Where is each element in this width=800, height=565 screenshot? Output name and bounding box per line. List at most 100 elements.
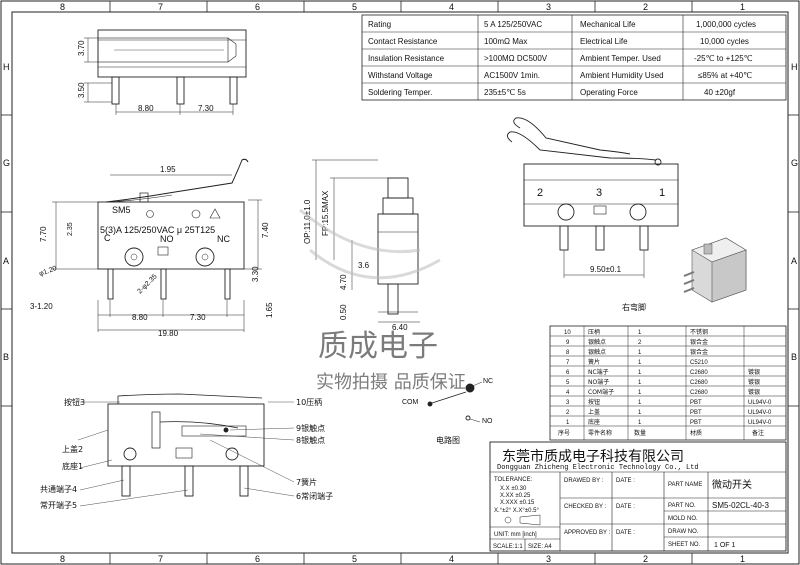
top-col-label: 8: [60, 2, 65, 12]
dim-label: 4.70: [339, 274, 348, 290]
top-col-label: 2: [643, 2, 648, 12]
row-label: B: [3, 352, 9, 362]
dim-label: 2-φ2.35: [136, 273, 158, 295]
bom-cell: 银合金: [690, 338, 708, 346]
tolerance-line: X.XXX ±0.15: [500, 500, 535, 506]
circuit-label-nc: NC: [483, 378, 493, 385]
part-callout: 7簧片: [296, 477, 317, 487]
spec-cell: Contact Resistance: [368, 37, 438, 46]
part-callout: 常开端子5: [40, 500, 77, 510]
spec-cell: Soldering Temper.: [368, 88, 432, 97]
dim-label: 7.40: [261, 222, 270, 238]
bom-cell: 1: [638, 330, 642, 336]
bom-header: 数量: [634, 429, 646, 437]
dim-label: 3.70: [77, 40, 86, 56]
bottom-col-label: 3: [546, 554, 551, 564]
dim-label: OP:11.0±1.0: [303, 199, 312, 244]
part-callout: 共通端子4: [40, 484, 77, 494]
watermark-slogan: 实物拍摄 品质保证: [316, 372, 466, 393]
bom-cell: 2: [638, 340, 642, 346]
bom-cell: 簧片: [588, 358, 600, 366]
bom-cell: 8: [566, 350, 570, 356]
bom-header: 备注: [752, 429, 764, 437]
dim-label: 19.80: [158, 329, 179, 338]
bom-cell: 9: [566, 340, 570, 346]
bom-cell: 1: [638, 390, 642, 396]
dim-label: FP:15.5MAX: [321, 190, 330, 236]
spec-cell: 235±5℃ 5s: [484, 88, 526, 97]
bom-cell: 底座: [588, 418, 600, 426]
part-no-value: SM5-02CL-40-3: [712, 501, 769, 510]
dim-label: 8.80: [138, 104, 154, 113]
spec-cell: AC1500V 1min.: [484, 71, 540, 80]
bottom-col-label: 4: [449, 554, 454, 564]
title-block: 东莞市质成电子科技有限公司 Dongguan Zhicheng Electron…: [489, 441, 787, 552]
spec-cell: Ambient Humidity Used: [580, 71, 664, 80]
dim-label: 1.65: [265, 302, 274, 318]
brand-label: SM5: [112, 205, 131, 215]
bottom-col-label: 2: [643, 554, 648, 564]
spec-cell: Rating: [368, 20, 391, 29]
right-pin-label: 3: [596, 187, 602, 199]
bom-cell: 5: [566, 380, 570, 386]
watermark: 质成电子 实物拍摄 品质保证: [299, 208, 466, 393]
tolerance-line: X.°±2° X.X°±0.5°: [494, 508, 539, 514]
spec-cell: Ambient Temper. Used: [580, 54, 661, 63]
side-view: [312, 159, 420, 323]
tolerance-label: TOLERANCE:: [494, 477, 533, 483]
spec-cell: 5 A 125/250VAC: [484, 20, 542, 29]
top-col-label: 6: [255, 2, 260, 12]
circuit-diagram: [427, 381, 483, 423]
spec-cell: 1,000,000 cycles: [696, 20, 756, 29]
bottom-col-label: 6: [255, 554, 260, 564]
dim-label: 7.70: [39, 226, 48, 242]
part-callout: 按钮3: [64, 397, 85, 407]
right-pin-label: 2: [537, 187, 543, 199]
bom-cell: 银触点: [588, 348, 606, 356]
dim-label: 1.95: [160, 165, 176, 174]
dim-label: 3.50: [77, 82, 86, 98]
bom-cell: 镀银: [748, 388, 760, 396]
part-photo: [683, 237, 747, 303]
bom-cell: 镀银: [748, 368, 760, 376]
bom-cell: UL94V-0: [748, 400, 772, 406]
row-label: A: [3, 256, 9, 266]
spec-cell: -25℃ to +125℃: [694, 54, 753, 63]
spec-cell: 10,000 cycles: [700, 37, 749, 46]
top-col-label: 3: [546, 2, 551, 12]
part-callout: 10压柄: [296, 397, 322, 407]
bom-cell: UL94V-0: [748, 420, 772, 426]
date-label: DATE :: [616, 478, 635, 484]
right-view: [507, 117, 679, 278]
spec-cell: Electrical Life: [580, 37, 628, 46]
drawn-by-label: DRAWED BY :: [564, 478, 604, 484]
bom-cell: 2: [566, 410, 570, 416]
unit-label: UNIT: mm [inch]: [494, 532, 537, 538]
row-label: G: [3, 158, 10, 168]
spec-cell: Mechanical Life: [580, 20, 636, 29]
bom-cell: 上盖: [588, 408, 600, 416]
bom-cell: 3: [566, 400, 570, 406]
dim-label: φ1.20: [38, 265, 58, 278]
zone-labels: 8 7 6 5 4 3 2 1 8 7 6 5 4 3 2 1 H G A B …: [3, 2, 798, 564]
bottom-col-label: 8: [60, 554, 65, 564]
watermark-title: 质成电子: [318, 329, 438, 364]
bom-header: 序号: [558, 429, 570, 437]
date-label: DATE :: [616, 530, 635, 536]
bom-cell: 1: [638, 410, 642, 416]
top-col-label: 7: [158, 2, 163, 12]
bom-cell: 1: [638, 400, 642, 406]
section-view: [77, 393, 295, 507]
bom-cell: C5210: [690, 360, 708, 366]
bom-cell: COM端子: [588, 388, 614, 396]
row-label: H: [3, 62, 10, 72]
dim-label: 8.80: [132, 313, 148, 322]
bom-cell: PBT: [690, 410, 702, 416]
part-no-label: PART NO.: [668, 503, 696, 509]
checked-by-label: CHECKED BY :: [564, 504, 607, 510]
triangle-mark-icon: [209, 208, 221, 219]
row-label: G: [791, 158, 798, 168]
bom-cell: 1: [566, 420, 570, 426]
